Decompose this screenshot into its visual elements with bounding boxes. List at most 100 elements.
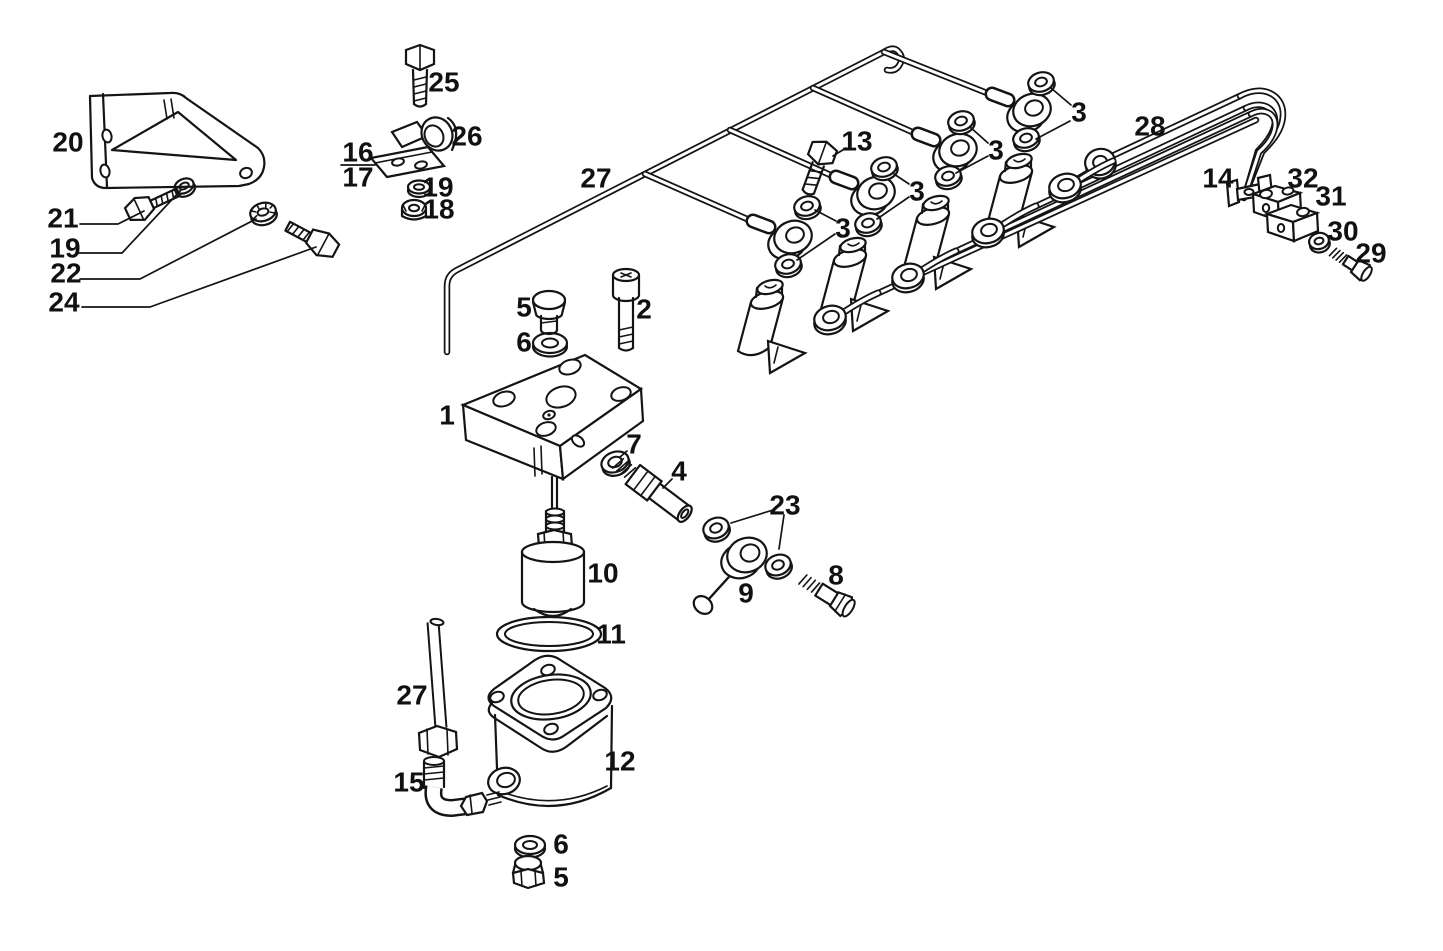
part-number-label: 13 bbox=[841, 126, 872, 157]
part-number-label: 9 bbox=[738, 578, 754, 609]
part-number-label: 6 bbox=[516, 327, 532, 358]
part-number-label: 7 bbox=[626, 429, 642, 460]
fuel-supply-line bbox=[1108, 92, 1244, 160]
leak-off-branch-pipe bbox=[880, 48, 1006, 103]
part-number-label: 23 bbox=[769, 490, 800, 521]
leader-line bbox=[1035, 120, 1071, 140]
part-number-label: 16 bbox=[342, 137, 373, 168]
part-number-label: 27 bbox=[396, 680, 427, 711]
seal-washer bbox=[774, 253, 803, 279]
washer-layer bbox=[173, 71, 1331, 859]
plug-screw bbox=[531, 289, 567, 336]
leader-line bbox=[79, 218, 257, 280]
part-number-label: 3 bbox=[1071, 97, 1087, 128]
leader-line bbox=[662, 478, 673, 489]
hex-bolt bbox=[1328, 247, 1373, 282]
hex-bolt bbox=[284, 220, 341, 259]
elbow-fitting bbox=[422, 756, 502, 818]
pipe-union-nut bbox=[813, 289, 882, 336]
shut-off-solenoid bbox=[520, 475, 586, 620]
fuel-supply-line bbox=[868, 116, 1260, 300]
seal-washer bbox=[947, 110, 976, 136]
part-number-label: 4 bbox=[671, 456, 687, 487]
part-number-label: 19 bbox=[49, 233, 80, 264]
part-number-label: 3 bbox=[835, 213, 851, 244]
seal-washer bbox=[531, 331, 569, 358]
injector-body bbox=[819, 236, 891, 333]
fuel-supply-line-bend bbox=[1240, 107, 1279, 202]
part-number-label: 17 bbox=[342, 162, 373, 193]
mounting-bracket bbox=[88, 91, 266, 190]
part-number-label: 3 bbox=[909, 176, 925, 207]
plain-washer bbox=[1308, 231, 1331, 254]
pipe-clamp-block-lower bbox=[1263, 203, 1321, 243]
seal-washer bbox=[702, 516, 731, 543]
hex-bolt bbox=[404, 43, 436, 108]
part-number-label: 11 bbox=[596, 619, 626, 650]
overflow-valve-fitting bbox=[611, 457, 693, 523]
hose-clamp bbox=[390, 116, 458, 152]
leader-line bbox=[814, 209, 837, 222]
part-number-label: 29 bbox=[1355, 238, 1386, 269]
seal-washer bbox=[793, 195, 822, 221]
drain-tube bbox=[417, 617, 459, 759]
banjo-union-eye bbox=[910, 126, 978, 174]
part-number-label: 30 bbox=[1327, 216, 1358, 247]
part-number-label: 5 bbox=[553, 862, 569, 893]
leak-off-line-layer bbox=[443, 45, 1006, 356]
part-number-label: 28 bbox=[1134, 111, 1165, 142]
leader-line bbox=[619, 450, 628, 458]
leak-off-branch-pipe bbox=[641, 170, 767, 230]
leader-line bbox=[969, 126, 989, 144]
pipe-union-nut bbox=[971, 202, 1040, 249]
seal-washer bbox=[854, 212, 883, 238]
part-number-label: 19 bbox=[422, 172, 453, 203]
filter-housing bbox=[487, 654, 614, 808]
leader-line bbox=[893, 173, 910, 185]
part-number-label: 26 bbox=[451, 121, 482, 152]
part-number-label: 31 bbox=[1315, 181, 1346, 212]
injector-layer bbox=[736, 152, 1057, 375]
leak-off-branch-pipe bbox=[809, 84, 932, 143]
o-ring-gasket bbox=[495, 615, 603, 653]
injector-body bbox=[736, 278, 808, 375]
leader-line bbox=[796, 233, 836, 261]
seal-washer bbox=[1012, 127, 1041, 153]
leader-line bbox=[79, 210, 145, 225]
banjo-bolt bbox=[801, 140, 839, 196]
leader-line bbox=[778, 514, 785, 550]
pipe-union-nut bbox=[1048, 157, 1117, 204]
seal-washer bbox=[870, 156, 899, 182]
seal-washer bbox=[1027, 71, 1056, 97]
spring-washer bbox=[406, 179, 432, 199]
leader-line bbox=[1050, 87, 1072, 106]
part-number-label: 21 bbox=[47, 203, 78, 234]
cover-plate bbox=[460, 353, 645, 482]
part-number-label: 18 bbox=[423, 194, 454, 225]
leader-line bbox=[81, 246, 317, 308]
part-number-label: 1 bbox=[439, 400, 455, 431]
leader-line bbox=[77, 189, 182, 254]
part-number-label: 25 bbox=[428, 67, 459, 98]
leader-line bbox=[955, 155, 989, 174]
seal-washer bbox=[513, 834, 547, 859]
part-number-label: 2 bbox=[636, 294, 652, 325]
leader-line bbox=[832, 147, 847, 157]
socket-bolt bbox=[611, 267, 641, 352]
leak-off-branch-pipe bbox=[726, 126, 850, 186]
part-number-label: 8 bbox=[828, 560, 844, 591]
banjo-union-eye bbox=[828, 169, 896, 217]
part-number-label: 20 bbox=[52, 127, 83, 158]
part-number-label: 6 bbox=[553, 829, 569, 860]
lock-nut bbox=[249, 201, 278, 227]
part-number-label: 27 bbox=[580, 163, 611, 194]
plug-screw bbox=[511, 854, 546, 890]
part-number-label: 14 bbox=[1202, 163, 1234, 194]
banjo-union bbox=[692, 536, 768, 615]
leader-line bbox=[876, 196, 910, 220]
hex-nut bbox=[400, 198, 428, 221]
part-number-label: 10 bbox=[587, 558, 618, 589]
